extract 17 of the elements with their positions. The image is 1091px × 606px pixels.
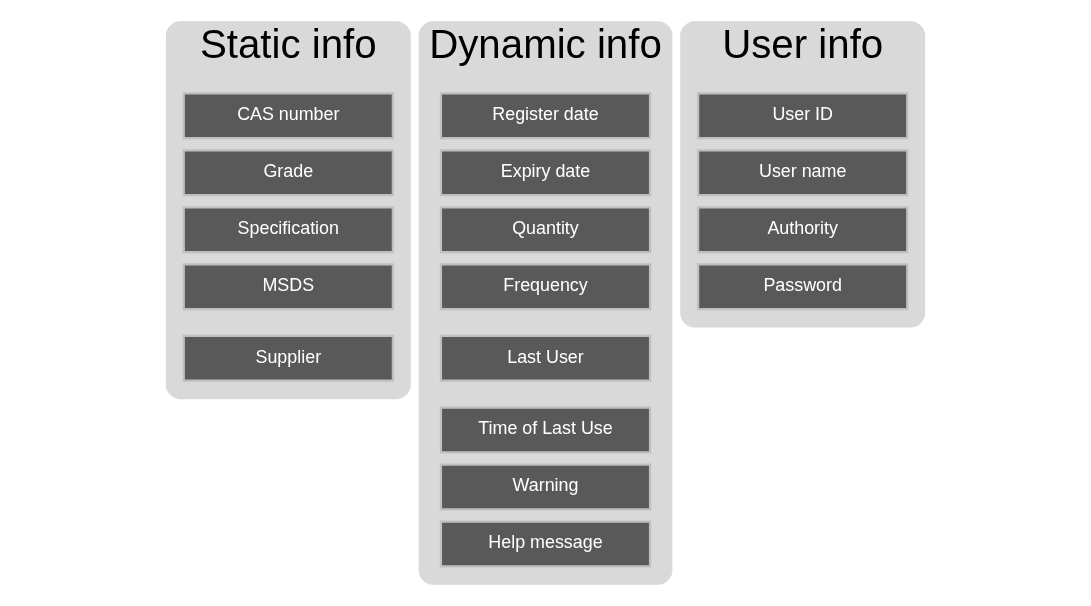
node-box: Quantity [439,206,652,254]
node-box: MSDS [182,263,394,311]
node-box: Time of Last Use [439,406,652,454]
node-box: CAS number [182,92,394,140]
node-box: Frequency [439,263,652,311]
node-box: Help message [439,520,652,568]
node-box: Specification [182,206,394,254]
node-box: Expiry date [439,149,652,197]
node-box: Grade [182,149,394,197]
node-box: Warning [439,463,652,511]
node-box: User name [697,149,909,197]
node-box: Register date [439,92,652,140]
node-box: Password [697,263,909,311]
node-box: Last User [439,334,652,382]
node-box: Supplier [182,334,394,382]
node-box: Authority [697,206,909,254]
node-box: User ID [697,92,909,140]
